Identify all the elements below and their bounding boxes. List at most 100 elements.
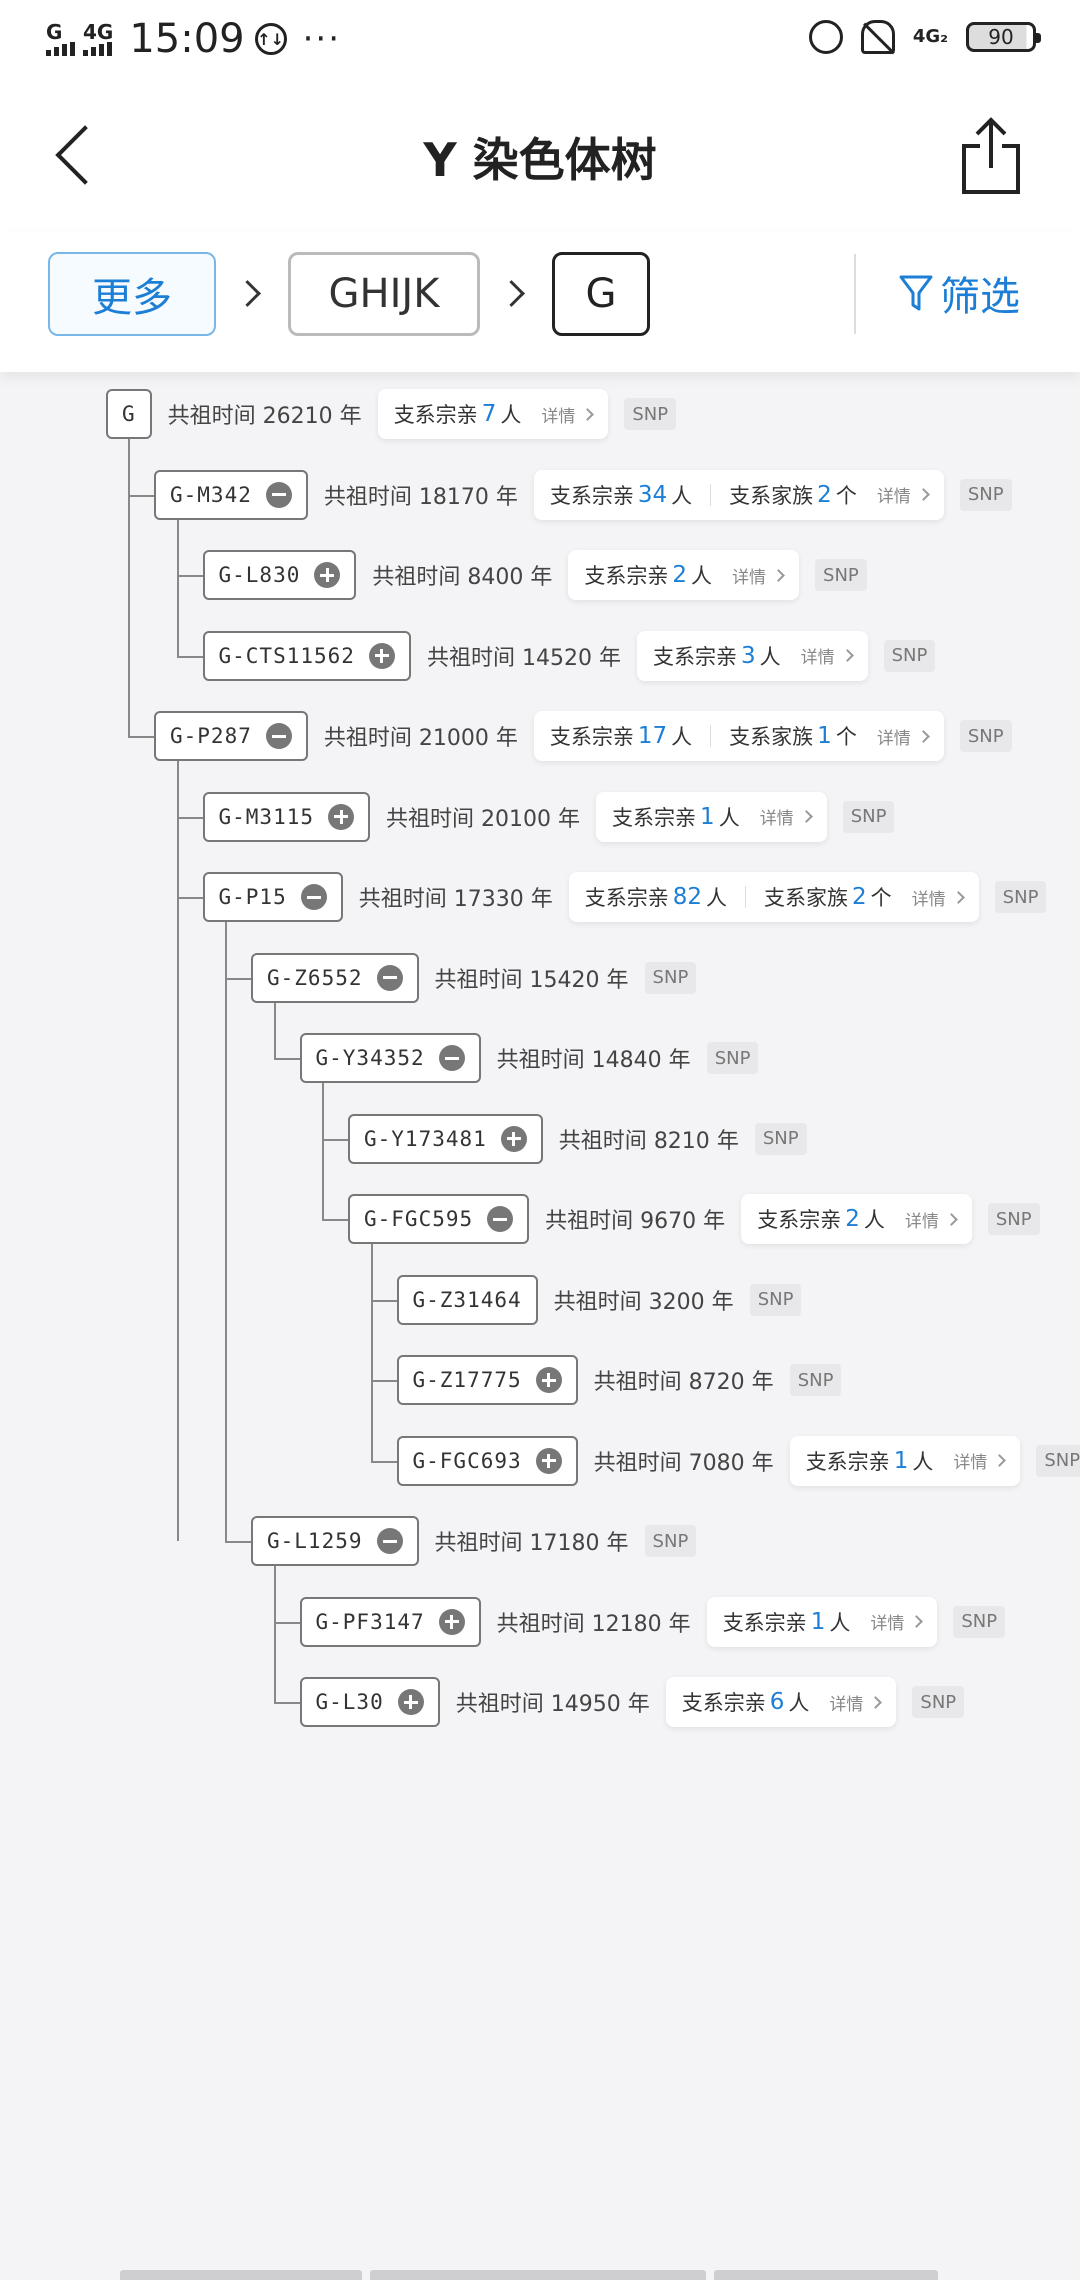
snp-button[interactable]: SNP [987,1203,1040,1235]
tree-connector [273,1058,300,1060]
expand-plus-icon[interactable] [535,1447,562,1474]
snp-button[interactable]: SNP [959,720,1012,752]
tree-node-g-y34352[interactable]: G-Y34352 [299,1033,481,1083]
expand-plus-icon[interactable] [368,642,395,669]
snp-button[interactable]: SNP [842,800,895,833]
time-value: 26210 [262,404,333,429]
collapse-minus-icon[interactable] [300,884,327,910]
expand-plus-icon[interactable] [535,1367,562,1393]
collapse-minus-icon[interactable] [438,1045,465,1071]
collapse-minus-icon[interactable] [376,964,403,991]
collapse-minus-icon[interactable] [265,723,292,749]
time-prefix: 共祖时间 [323,484,412,510]
clan-count: 2 [845,1206,860,1232]
snp-button[interactable]: SNP [749,1283,802,1316]
breadcrumb-more-button[interactable]: 更多 [48,252,216,336]
time-suffix: 年 [668,1048,691,1073]
tree-node-g-fgc595[interactable]: G-FGC595 [348,1194,530,1244]
chevron-right-icon [951,890,965,904]
clan-count: 7 [481,401,497,427]
tree-node-g-pf3147[interactable]: G-PF3147 [299,1596,481,1647]
snp-button[interactable]: SNP [789,1364,842,1396]
snp-button[interactable]: SNP [624,398,677,430]
tree-node-g-l30[interactable]: G-L30 [299,1677,440,1727]
expand-plus-icon[interactable] [314,562,341,588]
share-button[interactable] [958,116,1024,196]
tree-node-g-m3115[interactable]: G-M3115 [202,791,371,842]
collapse-minus-icon[interactable] [376,1528,403,1554]
snp-button[interactable]: SNP [959,478,1012,511]
status-time: 15:09 [129,16,245,62]
clan-count: 6 [769,1689,785,1715]
collapse-minus-icon[interactable] [265,481,292,508]
clan-count: 1 [700,803,715,830]
breadcrumb-ghijk[interactable]: GHIJK [288,252,480,336]
time-suffix: 年 [606,1531,629,1556]
tree-node-g-l1259[interactable]: G-L1259 [251,1516,419,1566]
time-suffix: 年 [530,887,553,912]
tree-connector [273,1566,276,1702]
breadcrumb-g-current[interactable]: G [552,252,650,336]
detail-link: 详情 [953,1453,988,1473]
snp-button[interactable]: SNP [815,559,867,591]
expand-plus-icon[interactable] [438,1608,465,1635]
snp-button[interactable]: SNP [912,1686,965,1718]
clan-suffix: 人 [706,886,728,910]
snp-button[interactable]: SNP [994,881,1047,913]
tree-node-g-z17775[interactable]: G-Z17775 [396,1355,578,1405]
snp-button[interactable]: SNP [883,639,936,672]
time-suffix: 年 [606,967,629,993]
snp-button[interactable]: SNP [1036,1444,1080,1477]
tree-node-g-y173481[interactable]: G-Y173481 [348,1113,543,1164]
snp-button[interactable]: SNP [644,1525,697,1557]
snp-button[interactable]: SNP [644,961,697,994]
expand-plus-icon[interactable] [328,803,355,830]
chevron-right-icon [772,568,785,582]
tree-node-g-cts11562[interactable]: G-CTS11562 [202,630,411,681]
tree-node-g-fgc693[interactable]: G-FGC693 [396,1435,578,1486]
tree-node-g-p15[interactable]: G-P15 [202,872,343,922]
clan-count: 82 [672,884,703,910]
expand-plus-icon[interactable] [397,1689,424,1715]
tree-node-g-p287[interactable]: G-P287 [154,711,308,761]
ancestor-time: 共祖时间 14840 年 [497,1042,691,1074]
snp-button[interactable]: SNP [754,1122,807,1155]
node-label: G-Z17775 [412,1368,522,1392]
collapse-minus-icon[interactable] [487,1206,514,1232]
snp-button[interactable]: SNP [953,1605,1006,1638]
tree-node-g-z31464[interactable]: G-Z31464 [396,1274,538,1325]
family-suffix: 个 [835,725,857,749]
expand-plus-icon[interactable] [500,1125,527,1152]
filter-button[interactable]: 筛选 [898,264,1020,322]
tree-connector [176,519,179,656]
tree-node-g[interactable]: G [106,389,152,439]
tree-connector [322,1138,348,1141]
clan-prefix: 支系宗亲 [549,483,634,508]
tree-node-g-l830[interactable]: G-L830 [202,550,357,600]
tree-connector [176,761,179,1541]
clan-prefix: 支系宗亲 [722,1610,807,1635]
family-prefix: 支系家族 [729,725,814,749]
snp-button[interactable]: SNP [706,1042,759,1074]
tree-node-g-z6552[interactable]: G-Z6552 [251,952,419,1003]
status-right: 4G₂ 90 [808,20,1041,54]
tree-node-g-m342[interactable]: G-M342 [154,469,308,520]
clan-suffix: 人 [500,403,522,427]
time-suffix: 年 [627,1692,650,1717]
time-value: 8400 [467,565,524,590]
ancestor-time: 共祖时间 7080 年 [594,1445,774,1477]
